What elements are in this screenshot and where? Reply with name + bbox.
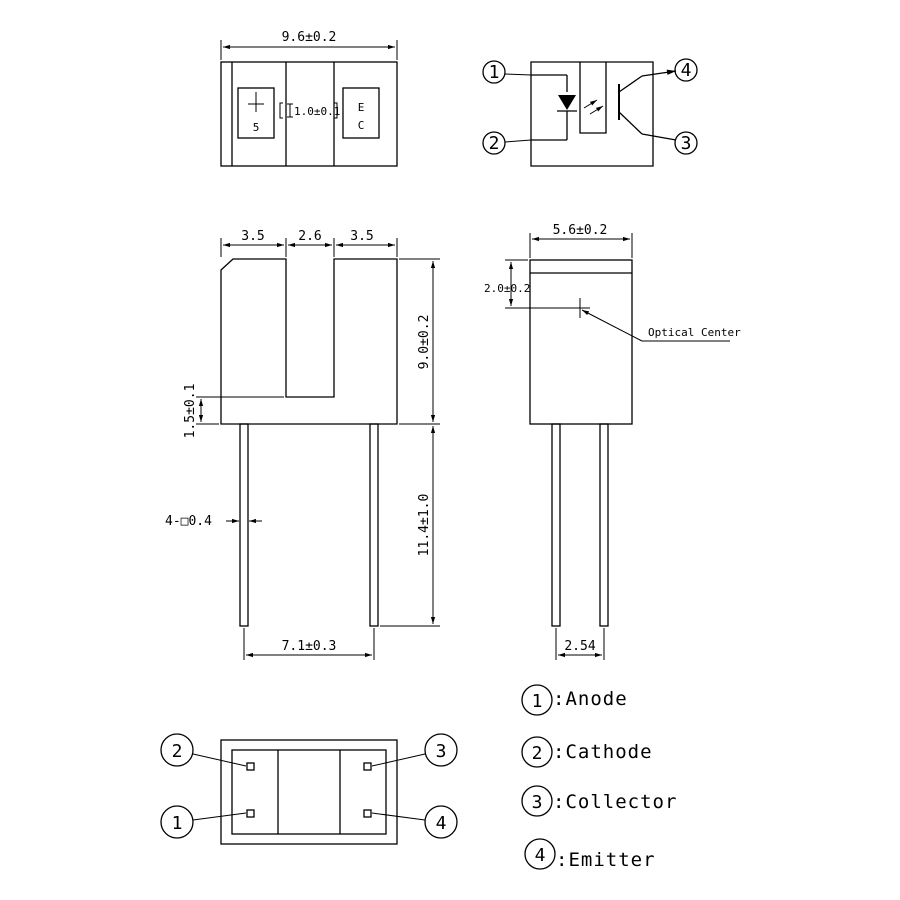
right-mark-bottom: C bbox=[358, 119, 365, 132]
pad-2 bbox=[246, 762, 255, 771]
lead-pitch: 7.1±0.3 bbox=[282, 639, 337, 654]
left-mark-box bbox=[237, 87, 275, 139]
light-arrow-icon bbox=[583, 99, 598, 109]
side-body-outline bbox=[529, 259, 633, 425]
pin-4-circle bbox=[674, 58, 698, 82]
bottom-view: 2 1 3 4 bbox=[160, 733, 458, 845]
slot-bracket-left bbox=[279, 102, 283, 119]
pin-1-leader bbox=[192, 812, 247, 821]
bottom-pin-4-circle bbox=[424, 805, 458, 839]
front-view: 3.5 2.6 3.5 9.0±0.2 1.5±0.1 11.4±1.0 4-□… bbox=[165, 229, 440, 660]
pad-3 bbox=[363, 762, 372, 771]
pin-3-leader bbox=[371, 753, 426, 767]
pin-3-label: 3 bbox=[681, 133, 692, 154]
optical-center-label: Optical Center bbox=[648, 326, 741, 339]
side-lead-pitch: 2.54 bbox=[564, 639, 595, 654]
optical-center-leader bbox=[581, 309, 643, 342]
pin-2-lead bbox=[504, 139, 532, 143]
bottom-pin-3-circle bbox=[424, 733, 458, 767]
diode-icon bbox=[558, 95, 576, 110]
emitter-branch bbox=[618, 111, 643, 135]
slot-dim: 1.0±0.1 bbox=[294, 105, 340, 118]
pin-2-leader bbox=[192, 753, 247, 767]
legend-circle-2 bbox=[521, 736, 553, 768]
dim-right: 3.5 bbox=[350, 229, 373, 244]
legend-name-cathode: :Cathode bbox=[553, 741, 653, 763]
dim-slot: 2.6 bbox=[298, 229, 321, 244]
bottom-pin-1-label: 1 bbox=[172, 813, 183, 834]
legend-circle-3 bbox=[521, 785, 553, 817]
legend-name-anode: :Anode bbox=[553, 688, 628, 710]
lead-size: 4-□0.4 bbox=[165, 514, 212, 529]
side-lead-left bbox=[551, 423, 561, 627]
bottom-outline-inner bbox=[231, 749, 387, 835]
legend-num-1: 1 bbox=[532, 691, 543, 712]
front-body-outline bbox=[220, 258, 398, 425]
lead-length-dim: 11.4±1.0 bbox=[417, 494, 432, 557]
side-lead-right bbox=[599, 423, 609, 627]
side-width-dim: 5.6±0.2 bbox=[553, 223, 608, 238]
pin-4-label: 4 bbox=[681, 60, 692, 81]
pad-4 bbox=[363, 809, 372, 818]
right-mark-top: E bbox=[358, 101, 365, 114]
legend-num-4: 4 bbox=[535, 845, 546, 866]
legend-circle-1 bbox=[521, 684, 553, 716]
light-arrow-icon bbox=[589, 105, 604, 115]
schematic-slot bbox=[579, 62, 607, 134]
right-mark-box bbox=[342, 87, 380, 139]
legend-num-3: 3 bbox=[532, 792, 543, 813]
left-mark-number: 5 bbox=[253, 121, 260, 134]
legend-circle-4 bbox=[524, 838, 556, 870]
schematic-outline bbox=[530, 61, 654, 167]
pin-legend: 1 :Anode 2 :Cathode 3 :Collector 4 :Emit… bbox=[521, 684, 677, 871]
collector-branch bbox=[618, 75, 643, 93]
front-lead-left bbox=[239, 423, 249, 627]
front-lead-right bbox=[369, 423, 379, 627]
slot-bracket-right bbox=[334, 102, 338, 119]
legend-name-collector: :Collector bbox=[553, 791, 677, 813]
bottom-pin-2-circle bbox=[160, 733, 194, 767]
top-view-outline bbox=[220, 61, 398, 167]
top-width-dim: 9.6±0.2 bbox=[282, 30, 337, 45]
bottom-outline-outer bbox=[220, 739, 398, 845]
pin-1-lead bbox=[504, 73, 532, 76]
center-height-dim: 2.0±0.2 bbox=[484, 282, 530, 295]
pin-2-circle bbox=[482, 131, 506, 155]
side-view: 5.6±0.2 2.0±0.2 Optical Center 2.54 bbox=[484, 223, 741, 660]
height-dim: 9.0±0.2 bbox=[417, 315, 432, 370]
schematic: 1 2 3 4 bbox=[482, 58, 698, 167]
pin-1-circle bbox=[482, 60, 506, 84]
slot-bottom-dim: 1.5±0.1 bbox=[183, 384, 198, 439]
dim-left: 3.5 bbox=[241, 229, 264, 244]
legend-num-2: 2 bbox=[532, 743, 543, 764]
top-view: 9.6±0.2 5 E C 1.0±0.1 bbox=[220, 30, 398, 167]
bottom-pin-1-circle bbox=[160, 805, 194, 839]
collector-wire bbox=[641, 133, 677, 141]
pin-4-leader bbox=[371, 812, 426, 821]
pad-1 bbox=[246, 809, 255, 818]
emitter-arrow bbox=[641, 69, 677, 77]
bottom-pin-2-label: 2 bbox=[172, 741, 183, 762]
pin-1-label: 1 bbox=[489, 62, 500, 83]
bottom-pin-4-label: 4 bbox=[436, 813, 447, 834]
legend-name-emitter: :Emitter bbox=[556, 849, 656, 871]
pin-2-label: 2 bbox=[489, 133, 500, 154]
pin-3-circle bbox=[674, 131, 698, 155]
bottom-pin-3-label: 3 bbox=[436, 741, 447, 762]
